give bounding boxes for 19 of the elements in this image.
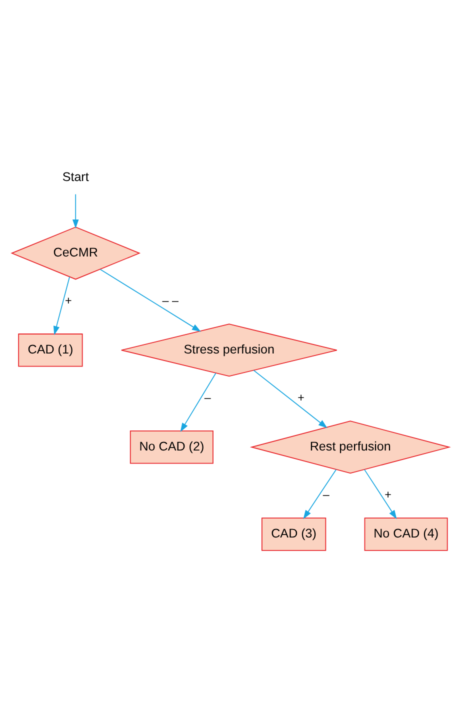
edge-label: + xyxy=(298,391,304,404)
edge-label: – xyxy=(204,391,211,404)
arrow xyxy=(72,193,79,228)
arrow xyxy=(180,372,216,432)
node-box: No CAD (4) xyxy=(364,517,448,550)
edge-label: – xyxy=(322,488,330,502)
arrow xyxy=(364,468,397,519)
arrow xyxy=(100,268,201,332)
edge-label: – – xyxy=(162,294,178,308)
node-text: Start xyxy=(62,170,89,184)
node-box: CAD (3) xyxy=(261,517,326,550)
arrow xyxy=(53,276,70,335)
node-box: CAD (1) xyxy=(18,333,83,366)
edge-label: + xyxy=(384,488,392,502)
node-box: No CAD (2) xyxy=(130,430,214,464)
node-diamond: CeCMR xyxy=(10,226,141,280)
edge-label: + xyxy=(65,294,72,308)
arrow xyxy=(303,468,337,519)
arrow xyxy=(253,369,328,428)
